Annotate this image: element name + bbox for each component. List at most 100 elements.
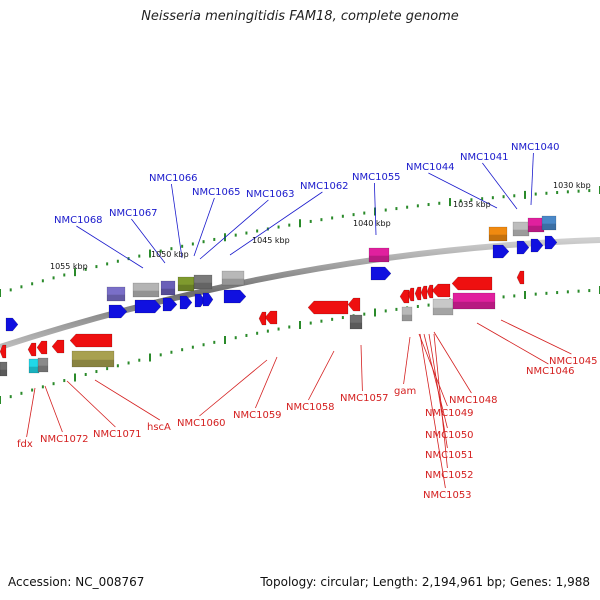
scale-tick — [556, 291, 559, 295]
scale-tick — [31, 388, 34, 392]
scale-tick — [395, 307, 398, 311]
gene-label-nmc1045: NMC1045 — [549, 356, 598, 367]
scale-tick — [20, 391, 23, 395]
scale-tick — [395, 207, 398, 211]
scale-tick — [52, 382, 55, 386]
scale-tick — [191, 242, 194, 246]
scale-tick — [534, 192, 537, 196]
gene-label-nmc1072: NMC1072 — [40, 434, 89, 445]
scale-tick — [149, 249, 151, 258]
scale-tick — [213, 237, 216, 241]
leader-line — [76, 225, 144, 269]
scale-tick — [84, 372, 87, 376]
scale-tick — [352, 213, 355, 217]
scale-tick — [63, 273, 66, 277]
scale-tick — [159, 249, 162, 253]
scale-tick — [277, 225, 280, 229]
scale-tick — [384, 208, 387, 212]
reverse-gene-arrow — [307, 300, 349, 315]
scale-tick — [202, 240, 205, 244]
scale-tick — [588, 289, 591, 293]
gene-block — [401, 306, 413, 322]
scale-tick — [427, 203, 430, 207]
scale-tick — [491, 196, 494, 200]
gene-block-shade — [453, 301, 495, 309]
leader-line — [199, 359, 268, 417]
forward-gene-arrow — [5, 317, 19, 332]
scale-tick — [502, 295, 505, 299]
gene-block-shade — [542, 223, 556, 230]
scale-tick — [116, 259, 119, 263]
accession-text: Accession: NC_008767 — [8, 575, 145, 589]
scale-tick — [545, 191, 548, 195]
scale-tick — [341, 214, 344, 218]
scale-tick — [106, 262, 109, 266]
gene-label-nmc1044: NMC1044 — [406, 162, 455, 173]
scale-tick — [9, 395, 12, 399]
reverse-gene-arrow — [0, 344, 7, 359]
scale-tick — [149, 353, 151, 362]
leader-line — [530, 152, 534, 206]
leader-line — [403, 336, 411, 385]
forward-gene-arrow — [516, 240, 530, 255]
scale-tick — [309, 219, 312, 223]
scale-tick — [170, 247, 173, 251]
reverse-gene-arrow — [347, 297, 361, 312]
gene-block-shade — [72, 359, 114, 367]
gene-block — [160, 280, 176, 296]
scale-tick — [181, 244, 184, 248]
gene-block-shade — [178, 284, 194, 291]
gene-label-nmc1062: NMC1062 — [300, 181, 349, 192]
gene-block — [452, 292, 496, 310]
scale-tick — [416, 304, 419, 308]
forward-gene-arrow — [492, 244, 510, 259]
scale-tick — [577, 289, 580, 293]
forward-gene-arrow — [370, 266, 392, 281]
scale-tick — [363, 211, 366, 215]
scale-tick — [331, 216, 334, 220]
gene-label-nmc1057: NMC1057 — [340, 393, 389, 404]
gene-label-nmc1053: NMC1053 — [423, 490, 472, 501]
reverse-gene-arrow — [451, 276, 493, 291]
leader-line — [360, 344, 363, 392]
reverse-gene-arrow — [36, 340, 48, 355]
gene-block — [349, 314, 363, 330]
scale-tick — [9, 288, 12, 292]
leader-line — [199, 199, 269, 260]
scale-tick — [277, 327, 280, 331]
scale-tick — [202, 343, 205, 347]
scale-tick — [95, 265, 98, 269]
gene-label-nmc1067: NMC1067 — [109, 208, 158, 219]
scale-tick — [213, 340, 216, 344]
scale-tick — [513, 194, 516, 198]
gene-label-nmc1058: NMC1058 — [286, 402, 335, 413]
scale-tick — [288, 325, 291, 329]
scale-tick — [138, 358, 141, 362]
gene-block-shade — [369, 255, 389, 262]
scale-tick — [234, 233, 237, 237]
reverse-gene-arrow — [399, 289, 410, 304]
gene-block-shade — [29, 366, 39, 373]
scale-tick — [288, 223, 291, 227]
scale-tick — [95, 370, 98, 374]
gene-block — [221, 270, 245, 286]
scale-tick — [20, 285, 23, 289]
leader-line — [433, 331, 472, 394]
forward-gene-arrow — [223, 289, 247, 304]
scale-tick — [224, 336, 226, 344]
gene-label-fdx: fdx — [17, 439, 33, 450]
leader-line — [131, 218, 166, 264]
forward-gene-arrow — [108, 304, 128, 319]
leader-line — [428, 172, 498, 209]
forward-gene-arrow — [530, 238, 544, 253]
scale-tick — [577, 189, 580, 193]
leader-line — [500, 319, 572, 355]
scale-tick — [309, 321, 312, 325]
scale-tick — [245, 333, 248, 337]
scale-tick — [138, 254, 141, 258]
reverse-gene-arrow — [431, 283, 451, 298]
gene-block-shade — [107, 294, 125, 301]
leader-line — [26, 387, 36, 438]
scale-label: 1045 kbp — [252, 236, 290, 245]
